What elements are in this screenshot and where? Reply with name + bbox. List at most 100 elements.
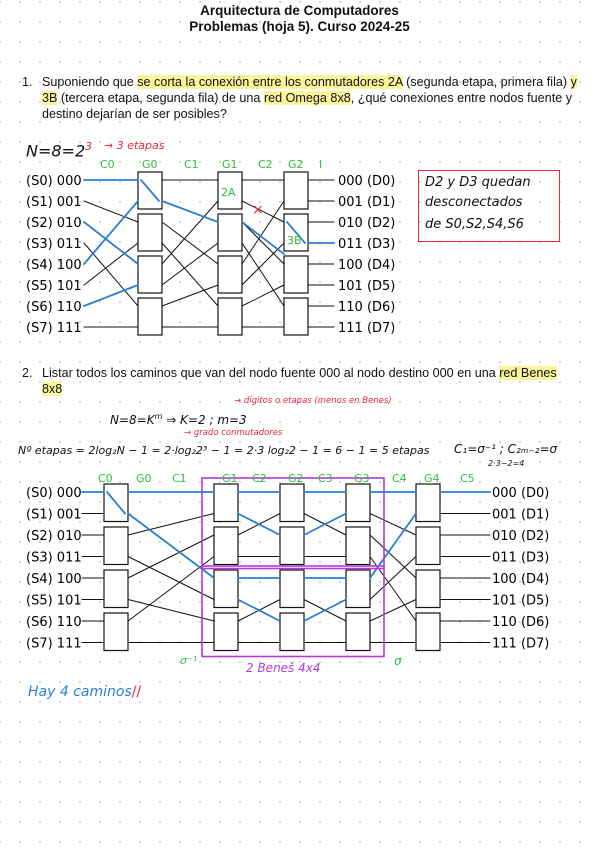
interstage-link	[369, 513, 417, 536]
blue-path	[237, 512, 281, 536]
cut-mark: ×	[252, 202, 264, 218]
switch-box	[415, 569, 441, 609]
switch-box	[217, 213, 243, 252]
shuffle-link	[241, 200, 285, 223]
blue-path	[241, 221, 285, 255]
source-label: (S6) 110	[26, 300, 82, 315]
switch-box	[213, 612, 239, 652]
destination-label: 111 (D7)	[338, 321, 395, 336]
shuffle-link	[241, 284, 285, 307]
switch-box	[217, 297, 243, 336]
doc-title: Arquitectura de Computadores	[200, 3, 399, 18]
switch-box	[213, 483, 239, 523]
source-label: (S0) 000	[26, 174, 82, 189]
connection-label: C0	[98, 472, 113, 485]
connection-label: C1	[172, 472, 187, 485]
connection-label: C2	[258, 158, 273, 171]
blue-path	[303, 512, 347, 536]
shuffle-link	[161, 200, 219, 265]
blue-path	[237, 598, 281, 622]
shuffle-link	[241, 242, 285, 286]
switch-box	[283, 297, 309, 336]
shuffle-link	[241, 221, 285, 265]
switch-box	[137, 255, 163, 294]
p2-formula: N=8=Km ⇒ K=2 ; m=3	[110, 412, 247, 427]
p2-benes-note: 2 Beneš 4x4	[246, 661, 321, 675]
blue-path	[83, 221, 139, 265]
p1-text-b: (segunda etapa, primera fila)	[402, 75, 571, 89]
source-label: (S7) 111	[26, 321, 82, 336]
p1-answer-line1: D2 y D3 quedan	[425, 175, 531, 190]
connection-label: C2	[252, 472, 267, 485]
doc-subtitle: Problemas (hoja 5). Curso 2024-25	[189, 19, 410, 34]
shuffle-link-c0	[83, 242, 139, 286]
destination-label: 010 (D2)	[338, 216, 395, 231]
connection-label: C0	[100, 158, 115, 171]
blue-path	[127, 512, 215, 579]
connection-label: C3	[318, 472, 333, 485]
p2-text-a: Listar todos los caminos que van del nod…	[42, 366, 500, 380]
switch-box	[137, 213, 163, 252]
source-label: (S6) 110	[26, 615, 82, 630]
destination-label: 101 (D5)	[338, 279, 395, 294]
stage-label: G1	[222, 158, 238, 171]
blue-path	[106, 491, 126, 515]
stage-label: G2	[288, 158, 304, 171]
connection-label: C4	[392, 472, 407, 485]
interstage-link	[127, 534, 215, 579]
p1-answer-box: D2 y D3 quedan desconectados de S0,S2,S4…	[418, 170, 560, 242]
shuffle-link-c0	[83, 200, 139, 223]
switch-box	[279, 569, 305, 609]
stage-label: G4	[424, 472, 440, 485]
connection-label: C1	[184, 158, 199, 171]
p1-stages-note: → 3 etapas	[104, 139, 165, 152]
blue-path	[140, 179, 160, 202]
source-label: (S4) 100	[26, 572, 82, 587]
interstage-link	[127, 513, 215, 536]
stage-label: G3	[354, 472, 370, 485]
stage-label: G0	[136, 472, 152, 485]
switch-box	[103, 612, 129, 652]
switch-box	[103, 569, 129, 609]
blue-path	[83, 200, 139, 265]
switch-box	[279, 526, 305, 566]
switch-box	[345, 569, 371, 609]
source-label: (S5) 101	[26, 594, 82, 609]
p1-highlight-cut: se corta la conexión entre los conmutado…	[137, 75, 403, 89]
switch-2a-label: 2A	[221, 186, 236, 199]
p2-sigma: σ	[394, 654, 402, 668]
blue-path	[286, 221, 306, 244]
switch-box	[103, 526, 129, 566]
benes-subnetwork-bottom	[201, 565, 385, 658]
switch-box	[345, 483, 371, 523]
blue-path	[83, 284, 139, 307]
interstage-link	[127, 599, 215, 622]
p2-answer: Hay 4 caminos//	[28, 684, 142, 700]
destination-label: 011 (D3)	[338, 237, 395, 252]
p1-exponent: 3	[85, 140, 93, 153]
switch-box	[415, 612, 441, 652]
p2-m-value: m=3	[217, 413, 247, 427]
source-label: (S5) 101	[26, 279, 82, 294]
p1-text-c: (tercera etapa, segunda fila) de una	[57, 91, 264, 105]
switch-box	[217, 255, 243, 294]
blue-path	[303, 598, 347, 622]
switch-box	[283, 171, 309, 210]
p2-k-value: K=2	[180, 413, 206, 427]
switch-box	[345, 526, 371, 566]
problem-1-number: 1.	[22, 75, 33, 89]
interstage-link	[369, 599, 417, 622]
switch-box	[213, 569, 239, 609]
switch-box	[213, 526, 239, 566]
p1-n-formula: N=8=23	[26, 140, 93, 161]
shuffle-link	[241, 200, 285, 265]
source-label: (S0) 000	[26, 486, 82, 501]
destination-label: 000 (D0)	[338, 174, 395, 189]
switch-box	[137, 297, 163, 336]
destination-label: 110 (D6)	[492, 615, 549, 630]
p1-answer-line3: de S0,S2,S4,S6	[425, 217, 524, 232]
shuffle-link	[161, 221, 219, 265]
interstage-link	[127, 556, 215, 622]
switch-box	[415, 483, 441, 523]
